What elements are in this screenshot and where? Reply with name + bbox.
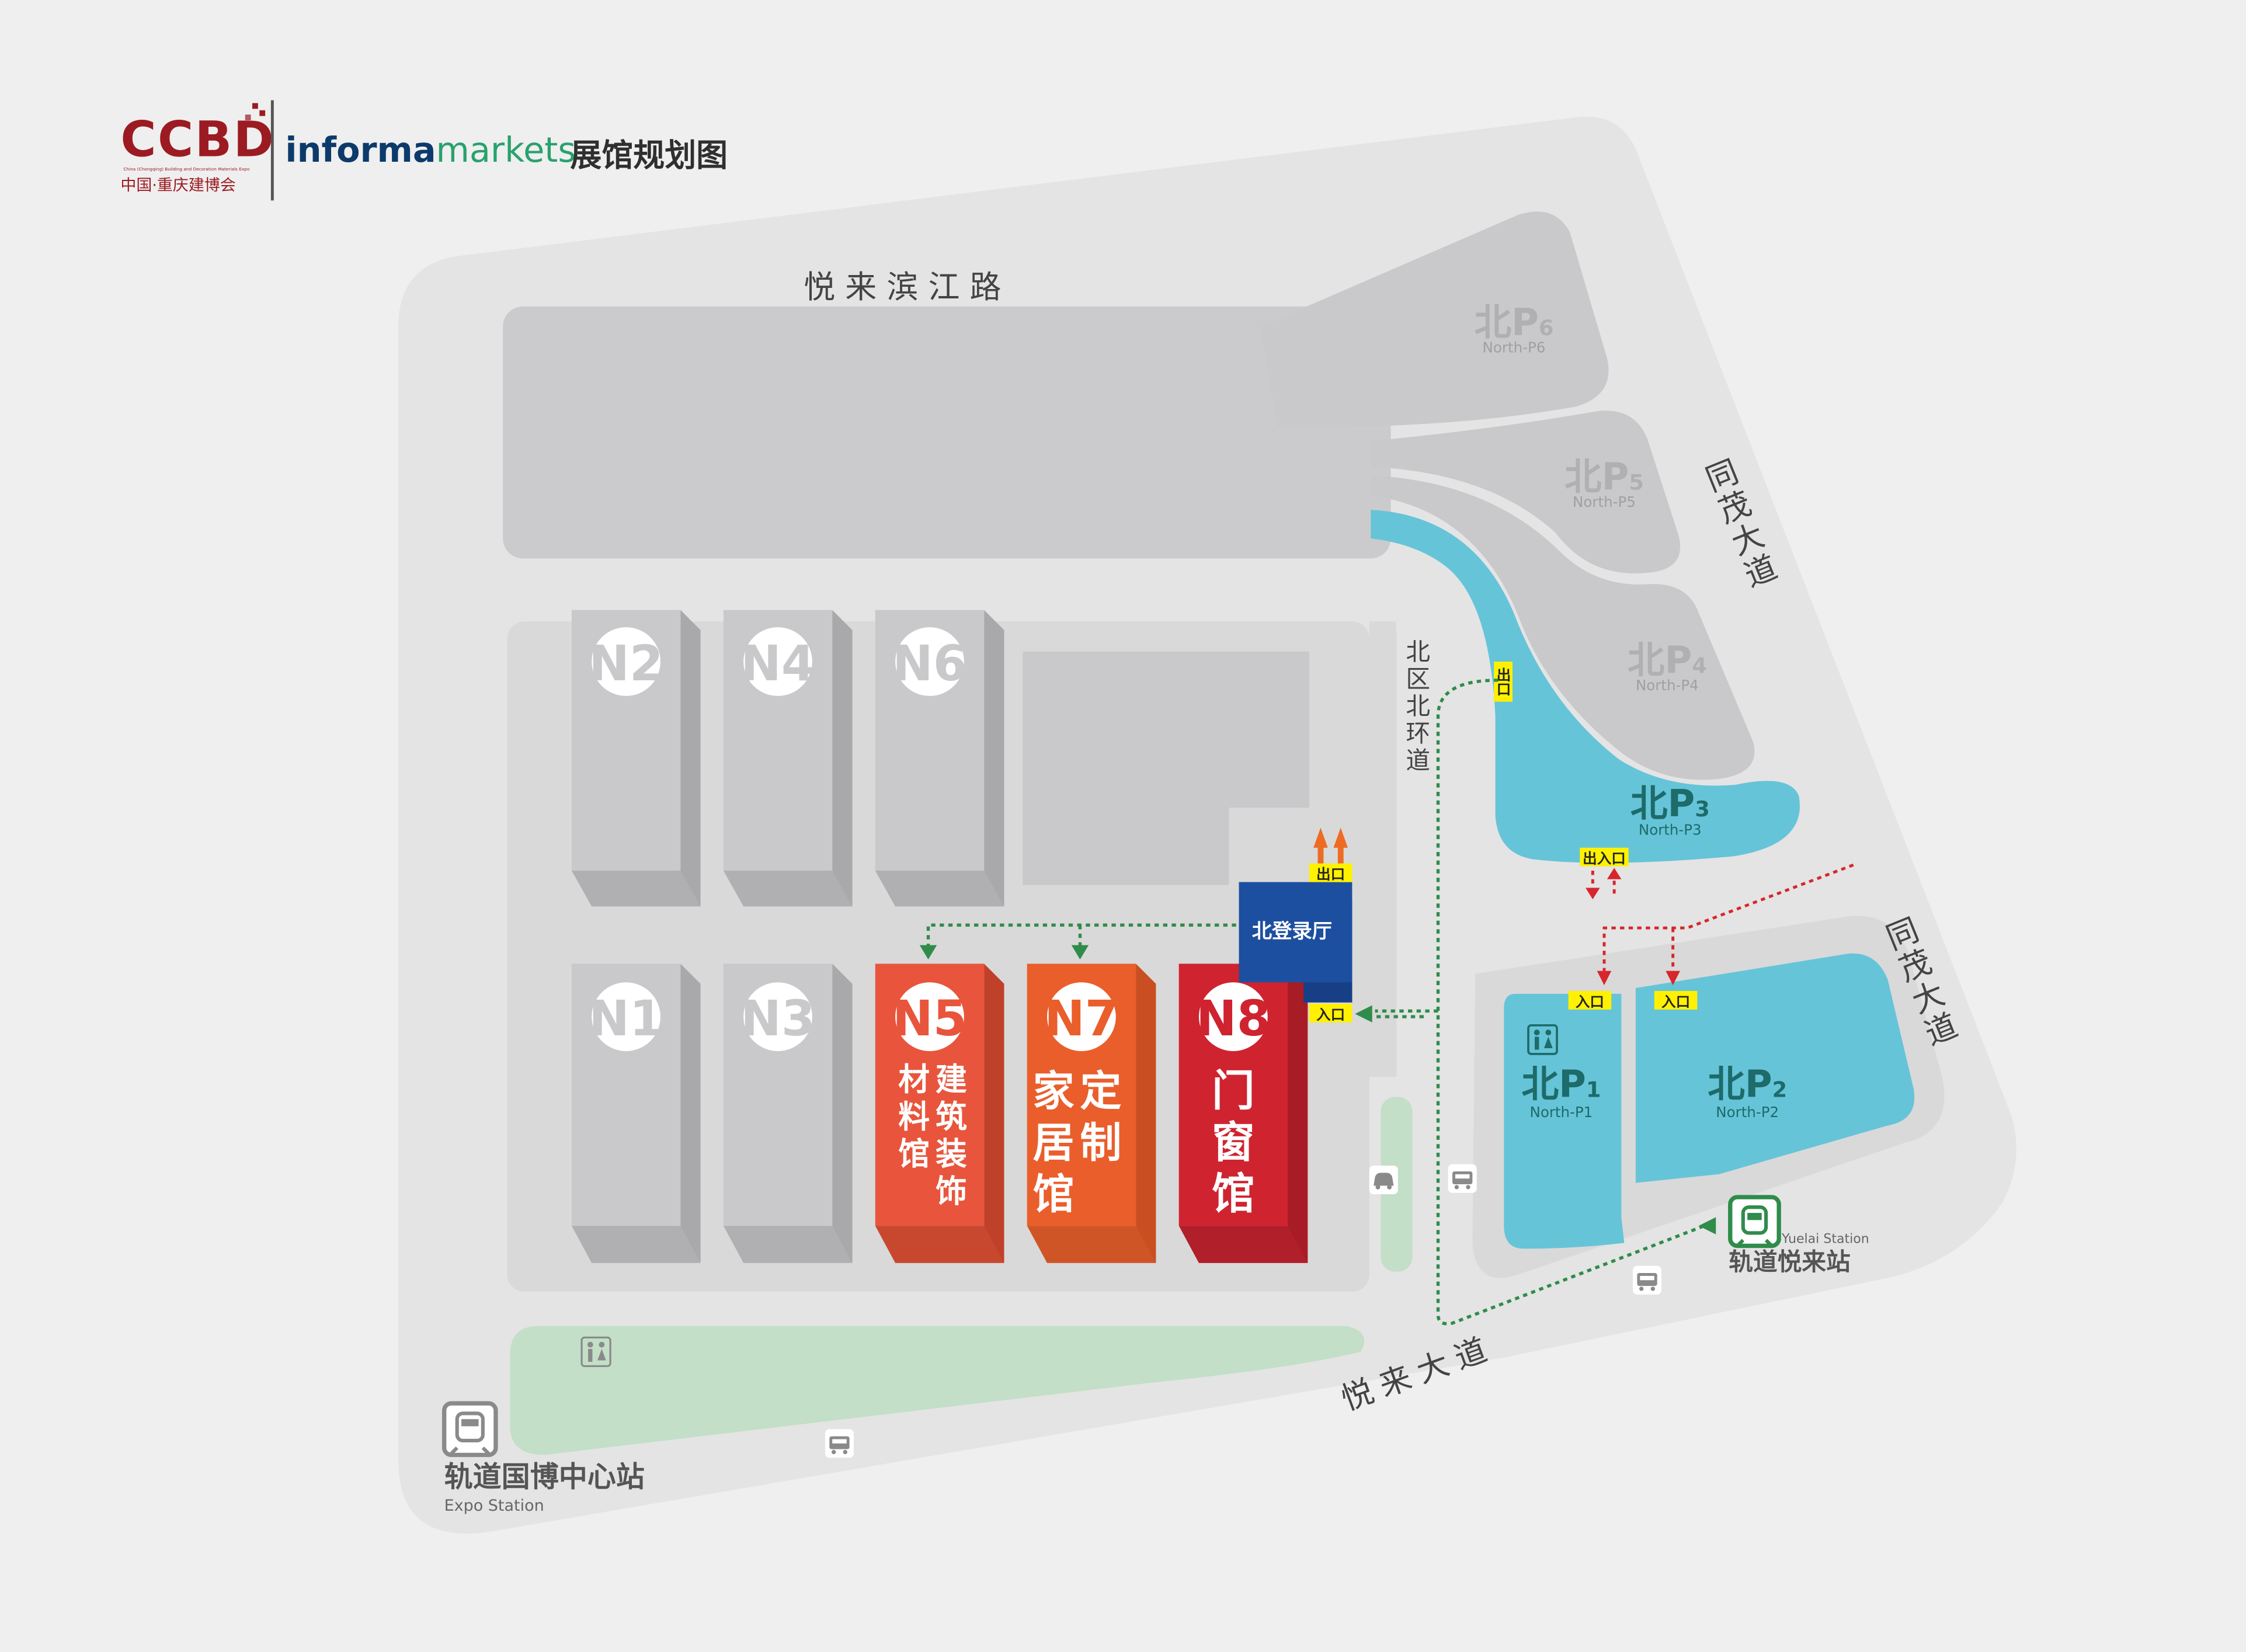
hall-n3[interactable]: N3	[723, 964, 853, 1263]
hall-n1-label: N1	[589, 990, 663, 1047]
bus-icon-south	[825, 1429, 854, 1458]
hall-n8-category-line2: 窗	[1212, 1118, 1255, 1167]
parking-p6[interactable]	[1260, 211, 1609, 427]
restroom-icon	[1527, 1024, 1558, 1055]
north-block	[503, 306, 1391, 559]
p2-entrance-sign: 入口	[1654, 990, 1698, 1010]
hall-n1[interactable]: N1	[571, 964, 701, 1263]
parking-p3-label: 北P3	[1630, 782, 1710, 826]
parking-p5[interactable]	[1371, 411, 1681, 573]
hall-n7-category-line3: 馆	[1033, 1170, 1075, 1219]
hall-n5-label: N5	[892, 990, 967, 1047]
parking-p1[interactable]	[1504, 993, 1625, 1249]
hall-n7[interactable]: N7 家定 居制 馆	[1027, 964, 1156, 1263]
p3-exit-entrance-sign: 出入口	[1580, 847, 1629, 867]
p2-entrance-label: 入口	[1661, 993, 1690, 1010]
parking-p2-en: North-P2	[1716, 1104, 1779, 1121]
header-divider	[270, 100, 274, 201]
hall-n5[interactable]: N5 材料馆 建筑装饰	[875, 964, 1004, 1263]
informa-logo: informamarkets	[285, 130, 576, 170]
ccbd-logo-small-text: China (Chongqing) Building and Decoratio…	[123, 166, 250, 172]
parking-p6-label: 北P6	[1474, 301, 1553, 345]
hall-n5-category-col2: 建筑装饰	[930, 1063, 966, 1212]
yuelai-station[interactable]: Yuelai Station 轨道悦来站	[1728, 1195, 1869, 1276]
green-route-arrows	[919, 945, 1716, 1234]
hall-n6-label: N6	[892, 635, 967, 692]
north-registration-hall[interactable]: 北登录厅	[1239, 882, 1353, 1003]
parking-p2-label: 北P2	[1708, 1063, 1787, 1106]
yuelai-station-en: Yuelai Station	[1781, 1232, 1869, 1247]
hall-n8-label: N8	[1196, 990, 1271, 1047]
p1-entrance-label: 入口	[1576, 993, 1604, 1010]
annex-building	[1023, 651, 1309, 885]
hall-n7-category-line2: 居制	[1033, 1118, 1128, 1167]
registration-entrance-label: 入口	[1316, 1006, 1345, 1023]
registration-exit-label: 出口	[1316, 866, 1345, 883]
registration-exit-sign: 出口	[1309, 827, 1353, 883]
parking-p3-en: North-P3	[1639, 822, 1702, 839]
south-greenbelt	[510, 1326, 1365, 1455]
parking-p4-label: 北P4	[1628, 639, 1707, 683]
road-inner-label: 北区北环道	[1402, 639, 1431, 775]
bus-icon-east	[1448, 1164, 1477, 1193]
hall-n5-category-col1: 材料馆	[893, 1063, 930, 1174]
yuelai-station-cn: 轨道悦来站	[1729, 1247, 1850, 1276]
parking-p4-en: North-P4	[1636, 677, 1699, 694]
red-route-arrows	[1586, 868, 1680, 986]
parking-p2[interactable]	[1635, 953, 1915, 1183]
parking-p5-en: North-P5	[1573, 493, 1636, 510]
hall-n6[interactable]: N6	[875, 610, 1004, 907]
metro-icon	[441, 1401, 498, 1458]
hall-n3-label: N3	[740, 990, 815, 1047]
hall-n8-category-line1: 门	[1212, 1066, 1255, 1116]
hall-n4-label: N4	[740, 635, 815, 692]
hall-n4[interactable]: N4	[723, 610, 853, 907]
road-north-label: 悦 来 滨 江 路	[804, 269, 1001, 305]
hall-n2[interactable]: N2	[571, 610, 701, 907]
parking-p1-en: North-P1	[1529, 1104, 1593, 1121]
parking-p5-label: 北P5	[1564, 456, 1644, 499]
ccbd-logo: CCBD China (Chongqing) Building and Deco…	[120, 103, 275, 194]
ccbd-logo-cn-text: 中国·重庆建博会	[120, 176, 235, 194]
hall-n7-label: N7	[1044, 990, 1119, 1047]
p3-exit-entrance-label: 出入口	[1583, 850, 1626, 867]
bus-icon-southeast	[1633, 1265, 1662, 1295]
expo-station-cn: 轨道国博中心站	[444, 1459, 645, 1493]
registration-hall-label: 北登录厅	[1252, 920, 1332, 943]
parking-p6-en: North-P6	[1483, 339, 1546, 356]
restroom-icon-greenbelt	[580, 1336, 611, 1368]
metro-icon	[1728, 1195, 1781, 1248]
expo-station-en: Expo Station	[444, 1497, 544, 1515]
parking-p1-label: 北P1	[1521, 1063, 1601, 1106]
header: CCBD China (Chongqing) Building and Deco…	[120, 100, 728, 201]
parking-p4[interactable]	[1371, 475, 1755, 780]
hall-n2-label: N2	[589, 635, 663, 692]
p1-entrance-sign: 入口	[1568, 990, 1612, 1010]
hall-area-notch	[1369, 621, 1397, 1077]
page-title: 展馆规划图	[570, 137, 728, 173]
hall-n8-category-line3: 馆	[1212, 1170, 1255, 1219]
expo-station[interactable]: 轨道国博中心站 Expo Station	[441, 1401, 645, 1515]
red-route	[1591, 863, 1854, 971]
registration-entrance-sign: 入口	[1309, 1004, 1353, 1023]
hall-n7-category-line1: 家定	[1033, 1067, 1128, 1115]
hall-n8[interactable]: N8 门 窗 馆	[1178, 964, 1308, 1263]
parking-p3[interactable]	[1371, 510, 1800, 863]
ccbd-logo-text: CCBD	[120, 111, 275, 168]
parking-car-icon	[1369, 1166, 1398, 1195]
parking-labels: 北P6 North-P6 北P5 North-P5 北P4 North-P4 北…	[1474, 301, 1787, 1121]
